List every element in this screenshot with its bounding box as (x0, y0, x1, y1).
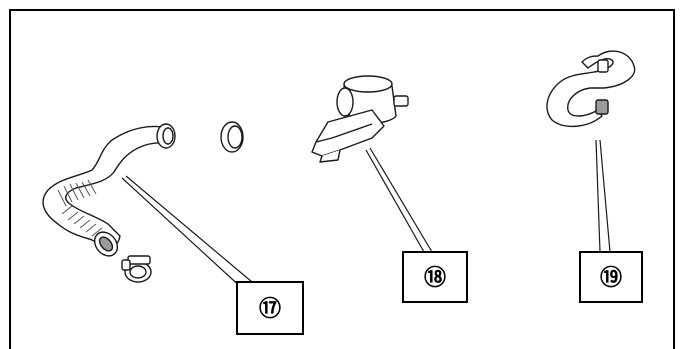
ring-gasket (220, 121, 244, 153)
diagram-frame (9, 9, 675, 349)
callout-19: ⑲ (579, 251, 643, 303)
drain-hose-part (42, 123, 176, 257)
filter-housing-part (311, 75, 409, 163)
callout-label-17: ⑰ (259, 296, 281, 322)
callout-18: ⑱ (402, 251, 468, 303)
bent-hose-part (546, 50, 636, 127)
callout-label-19: ⑲ (600, 265, 622, 291)
callout-17: ⑰ (236, 281, 304, 335)
hose-clamp (121, 255, 152, 283)
leader-lines-19 (595, 139, 611, 253)
leader-lines-17 (121, 175, 253, 291)
callout-label-18: ⑱ (424, 265, 446, 291)
leader-lines-18 (365, 147, 433, 253)
